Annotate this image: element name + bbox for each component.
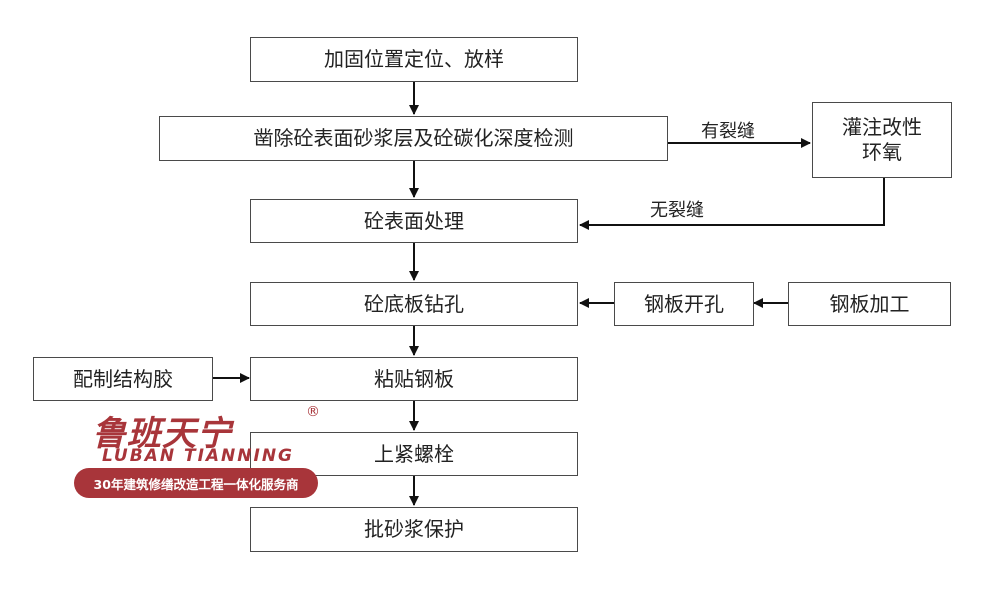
logo-name-cn: 鲁班天宁	[92, 414, 232, 454]
step-plaster: 批砂浆保护	[250, 507, 578, 552]
step-reinforce-position-label: 加固位置定位、放样	[324, 47, 504, 71]
step-bond-plate-label: 粘贴钢板	[374, 366, 454, 391]
step-epoxy-inject-label: 灌注改性环氧	[842, 115, 922, 164]
step-reinforce-position: 加固位置定位、放样	[250, 37, 578, 82]
label-has-crack: 有裂缝	[701, 121, 755, 142]
step-bond-plate: 粘贴钢板	[250, 357, 578, 401]
step-plate-drill-label: 钢板开孔	[644, 291, 724, 316]
step-chisel-inspect-label: 凿除砼表面砂浆层及砼碳化深度检测	[253, 126, 574, 150]
step-mix-glue: 配制结构胶	[33, 357, 213, 401]
step-mix-glue-label: 配制结构胶	[73, 366, 173, 391]
step-surface-treat: 砼表面处理	[250, 199, 578, 243]
arrow-epoxy-to-surface	[579, 178, 885, 230]
logo-slogan: 30年建筑修缮改造工程一体化服务商	[74, 468, 318, 498]
step-plaster-label: 批砂浆保护	[364, 517, 464, 541]
step-surface-treat-label: 砼表面处理	[364, 208, 464, 233]
step-plate-drill: 钢板开孔	[614, 282, 754, 326]
label-no-crack: 无裂缝	[650, 200, 704, 221]
step-plate-process-label: 钢板加工	[829, 291, 910, 316]
step-drill-bottom: 砼底板钻孔	[250, 282, 578, 326]
step-chisel-inspect: 凿除砼表面砂浆层及砼碳化深度检测	[159, 116, 668, 161]
registered-mark-icon: ®	[306, 404, 320, 420]
company-logo: 鲁班天宁 ® LUBAN TIANNING 30年建筑修缮改造工程一体化服务商	[74, 404, 324, 504]
step-epoxy-inject: 灌注改性环氧	[812, 102, 952, 178]
step-plate-process: 钢板加工	[788, 282, 951, 326]
step-drill-bottom-label: 砼底板钻孔	[364, 291, 464, 316]
step-tighten-bolts-label: 上紧螺栓	[374, 441, 454, 466]
logo-name-en: LUBAN TIANNING	[102, 446, 295, 466]
